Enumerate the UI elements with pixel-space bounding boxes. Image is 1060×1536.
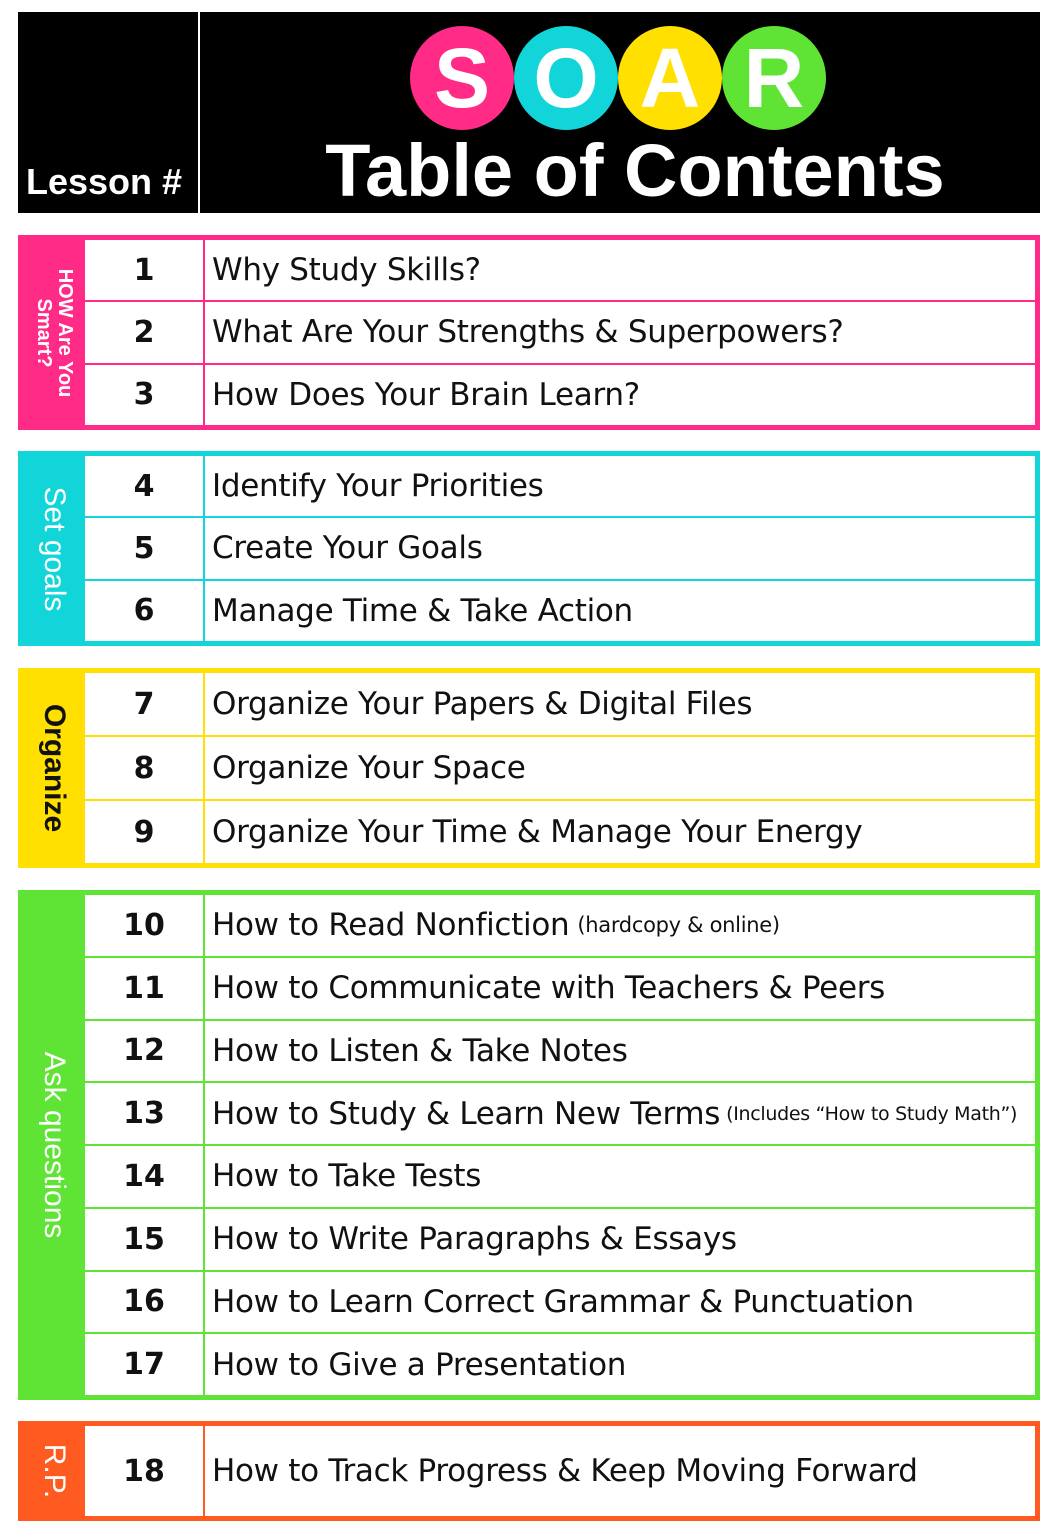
section-label: Set goals [37,485,71,612]
lesson-number: 14 [85,1146,205,1207]
lesson-number: 7 [85,673,205,735]
section-label: R.P. [37,1443,71,1499]
lesson-title: How to Communicate with Teachers & Peers [212,970,886,1007]
section-label: Organize [37,703,71,833]
lesson-number: 1 [85,240,205,301]
lesson-title: How to Learn Correct Grammar & Punctuati… [212,1283,914,1320]
lesson-title: How to Give a Presentation [212,1346,627,1383]
lesson-title: How to Listen & Take Notes [212,1032,628,1069]
logo-letter-r: R [722,26,826,130]
lesson-number: 8 [85,737,205,799]
title-area: S O A R Table of Contents [200,12,1040,213]
soar-logo: S O A R [410,26,826,130]
page-title: Table of Contents [325,129,945,212]
lesson-number: 4 [85,456,205,517]
lesson-number: 11 [85,957,205,1019]
section-label-line2: Smart? [33,298,55,367]
logo-letter-o: O [514,26,618,130]
lesson-number: 15 [85,1208,205,1270]
section-side-label: Organize [23,673,85,863]
lesson-title: How to Write Paragraphs & Essays [212,1221,737,1258]
lesson-number: 17 [85,1334,205,1395]
lesson-number: 10 [85,895,205,956]
lesson-title: Organize Your Papers & Digital Files [212,686,753,722]
lesson-title: How to Take Tests [212,1158,482,1195]
lesson-number: 13 [85,1083,205,1144]
lesson-title: How to Read Nonfiction(hardcopy & online… [212,907,780,944]
lesson-label: Lesson # [26,161,183,202]
logo-letter-a: A [618,26,722,130]
section-label-line1: HOW Are You [54,268,76,397]
section-side-label: Set goals [23,456,85,641]
lesson-number: 9 [85,801,205,863]
lesson-number: 6 [85,580,205,641]
lesson-title: How to Track Progress & Keep Moving Forw… [212,1453,918,1489]
lesson-number: 2 [85,302,205,363]
section-side-label: Ask questions [23,895,85,1395]
lesson-column-header: Lesson # [18,12,200,213]
section-side-label: HOW Are You Smart? [23,240,85,425]
section-side-label: R.P. [23,1426,85,1516]
lesson-title: Identify Your Priorities [212,468,544,505]
section-label: Ask questions [37,1051,71,1239]
lesson-title: How Does Your Brain Learn? [212,376,640,413]
lesson-number: 16 [85,1271,205,1333]
header: Lesson # S O A R Table of Contents [18,12,1040,213]
lesson-number: 3 [85,364,205,425]
lesson-note: (Includes “How to Study Math”) [726,1102,1018,1125]
lesson-number: 12 [85,1020,205,1082]
lesson-title: Why Study Skills? [212,252,481,289]
lesson-note: (hardcopy & online) [577,913,780,938]
lesson-title: Organize Your Time & Manage Your Energy [212,814,863,850]
lesson-title: Organize Your Space [212,750,526,786]
logo-letter-s: S [410,26,514,130]
lesson-number: 18 [85,1426,205,1516]
lesson-title: Manage Time & Take Action [212,592,633,629]
lesson-title: Create Your Goals [212,530,483,567]
lesson-number: 5 [85,518,205,579]
lesson-title: How to Study & Learn New Terms(Includes … [212,1095,1018,1132]
lesson-title: What Are Your Strengths & Superpowers? [212,314,844,351]
